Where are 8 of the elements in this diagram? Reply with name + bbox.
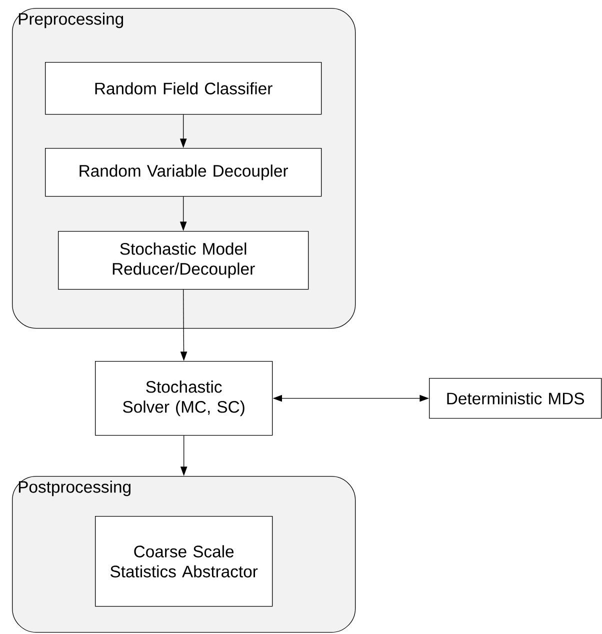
group-heading: Preprocessing bbox=[18, 12, 124, 28]
group-heading: Postprocessing bbox=[18, 480, 130, 496]
process-box: Stochastic Model Reducer/Decoupler bbox=[58, 231, 309, 290]
process-box: Random Variable Decoupler bbox=[45, 148, 322, 197]
process-box: Coarse Scale Statistics Abstractor bbox=[95, 516, 273, 607]
process-box: Random Field Classifier bbox=[45, 62, 322, 115]
process-box: Stochastic Solver (MC, SC) bbox=[95, 361, 273, 436]
process-box: Deterministic MDS bbox=[429, 378, 602, 419]
